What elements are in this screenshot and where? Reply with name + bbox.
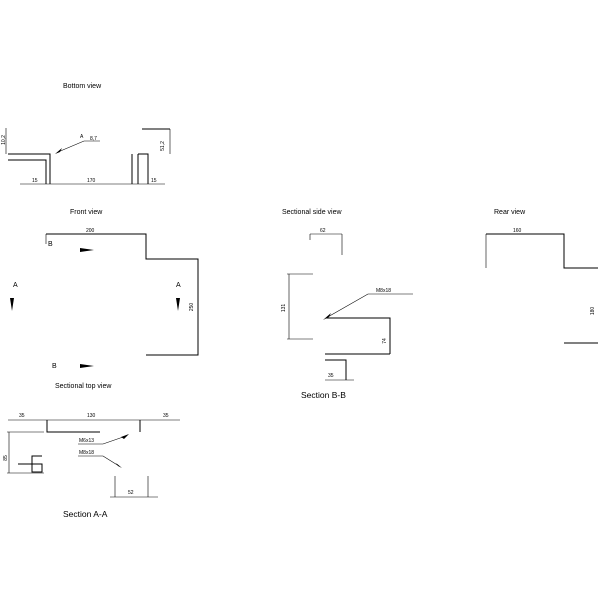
rear-view: Rear view 160 180 (485, 209, 598, 344)
dim-line-52 (110, 476, 158, 498)
bottom-view-profile-right-step (138, 153, 149, 184)
top-view-outline (46, 420, 141, 433)
front-view-title: Front view (70, 209, 103, 216)
bottom-view-profile-right (131, 154, 139, 184)
side-view-inner-step (326, 317, 391, 354)
dim-130: 130 (87, 413, 96, 419)
section-a-a-label: Section A-A (63, 509, 108, 519)
leader-arrow-m8x18-top (116, 463, 122, 468)
section-arrow-b-top (80, 248, 94, 252)
dim-85: 85 (3, 455, 9, 461)
dim-35-right: 35 (163, 413, 169, 419)
section-arrow-a-left (10, 298, 14, 311)
dim-15-right: 15 (151, 178, 157, 184)
top-view-pin-detail (18, 455, 43, 473)
front-view: Front view 200 250 B B A A (10, 209, 199, 370)
bottom-view: Bottom view 10,2 A 8,7 51,2 15 170 15 (1, 83, 171, 185)
dim-170: 170 (87, 178, 96, 184)
dim-250: 250 (189, 303, 195, 312)
leader-arrow (55, 148, 62, 154)
dim-35-left: 35 (19, 413, 25, 419)
leader-m8x18-top (78, 455, 120, 467)
top-view-title: Sectional top view (55, 383, 112, 390)
section-marker-b-bottom: B (52, 363, 57, 370)
section-marker-a-right: A (176, 282, 181, 289)
section-arrow-b-bottom (80, 364, 94, 368)
thread-m6x13: M6x13 (79, 438, 94, 444)
leader-arrow-m8x18 (323, 313, 331, 320)
bottom-view-title: Bottom view (63, 83, 102, 90)
dim-35: 35 (328, 373, 334, 379)
dim-74: 74 (382, 338, 388, 344)
sectional-side-view: Sectional side view 62 131 M8x18 74 35 S… (281, 209, 413, 400)
leader-m6x13 (78, 435, 127, 445)
thread-m8x18: M8x18 (376, 288, 391, 294)
dim-62: 62 (320, 228, 326, 234)
leader-arrow-m6x13 (121, 434, 129, 439)
dim-51-2: 51,2 (160, 141, 166, 151)
bottom-view-profile-left-inner (8, 159, 47, 184)
dim-8-7: 8,7 (90, 136, 97, 142)
dim-180: 180 (590, 307, 596, 316)
dim-15-left: 15 (32, 178, 38, 184)
dim-line-62 (309, 233, 343, 255)
section-b-b-label: Section B-B (301, 390, 346, 400)
section-marker-a-left: A (13, 282, 18, 289)
dim-line-131 (287, 273, 313, 340)
leader-m8x18 (325, 293, 413, 319)
dim-10-2: 10,2 (1, 135, 7, 145)
sectional-top-view: Sectional top view 35 130 35 85 M6x13 M8… (3, 383, 180, 519)
front-view-outline (46, 233, 199, 356)
section-marker-a: A (80, 134, 84, 140)
dim-52: 52 (128, 490, 134, 496)
bottom-view-profile-left (8, 153, 51, 184)
rear-view-title: Rear view (494, 209, 526, 216)
thread-m8x18-top: M8x18 (79, 450, 94, 456)
leader-8-7 (57, 140, 100, 153)
dim-131: 131 (281, 304, 287, 313)
dim-200: 200 (86, 228, 95, 234)
section-arrow-a-right (176, 298, 180, 311)
section-marker-b-top: B (48, 241, 53, 248)
side-view-lower-profile (325, 353, 390, 380)
dim-160: 160 (513, 228, 522, 234)
side-view-title: Sectional side view (282, 209, 342, 216)
rear-view-outline (486, 233, 598, 344)
dim-line-85 (7, 431, 44, 474)
